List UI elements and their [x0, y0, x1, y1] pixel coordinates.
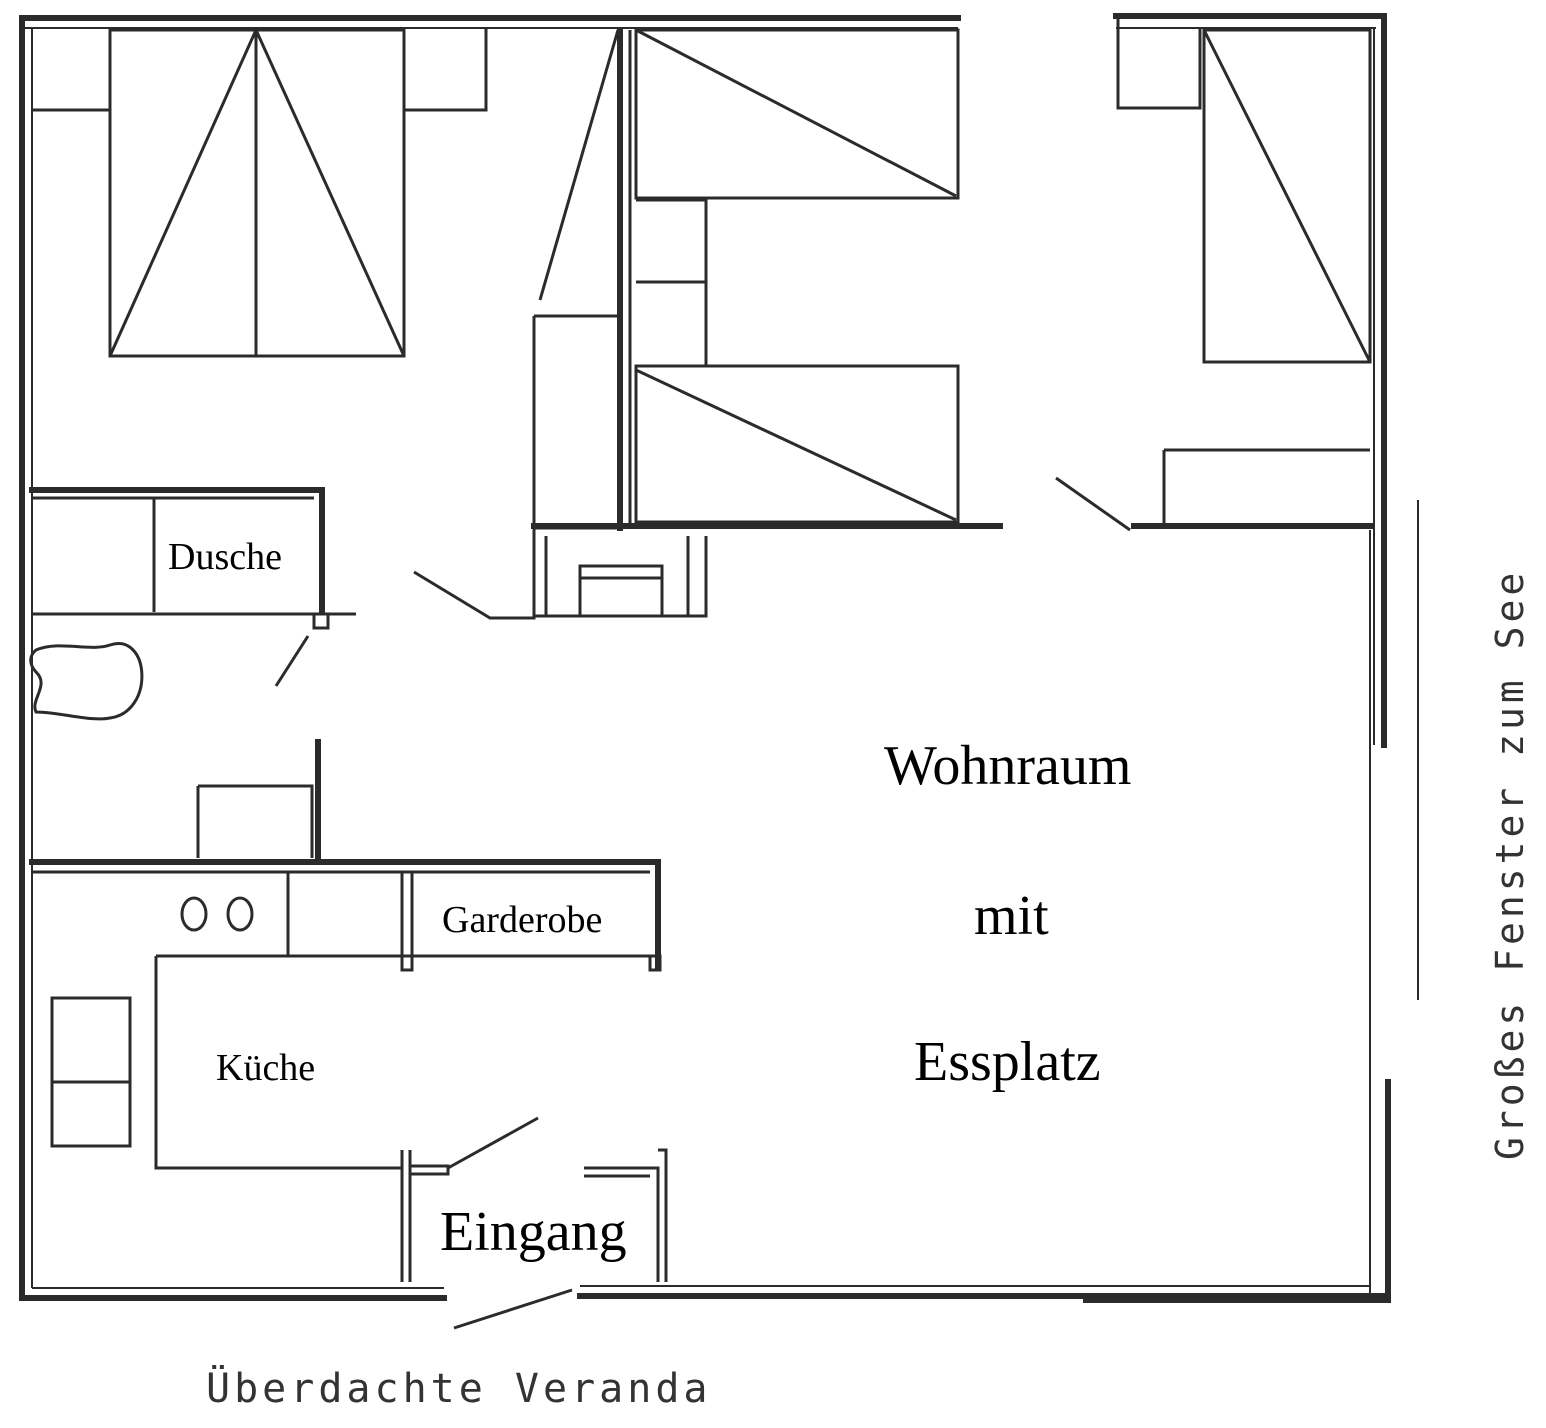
room-label-living-line3: Essplatz — [914, 1031, 1101, 1093]
shower-room — [29, 487, 356, 865]
entrance-area — [453, 1148, 668, 1330]
lake-window-label: Großes Fenster zum See — [1488, 568, 1532, 1160]
bedroom-1 — [32, 28, 488, 358]
bedroom-3 — [1055, 18, 1373, 532]
kitchen-wardrobe — [29, 859, 662, 1282]
room-label-entrance: Eingang — [440, 1201, 627, 1263]
room-label-kitchen: Küche — [216, 1047, 316, 1089]
room-label-shower: Dusche — [168, 536, 282, 578]
room-label-living-line1: Wohnraum — [884, 735, 1132, 797]
bedroom-2 — [531, 27, 1003, 531]
veranda-label: Überdachte Veranda — [206, 1366, 712, 1412]
room-label-wardrobe: Garderobe — [442, 899, 603, 941]
room-label-living-line2: mit — [974, 885, 1049, 947]
hallway-closet — [413, 528, 708, 620]
